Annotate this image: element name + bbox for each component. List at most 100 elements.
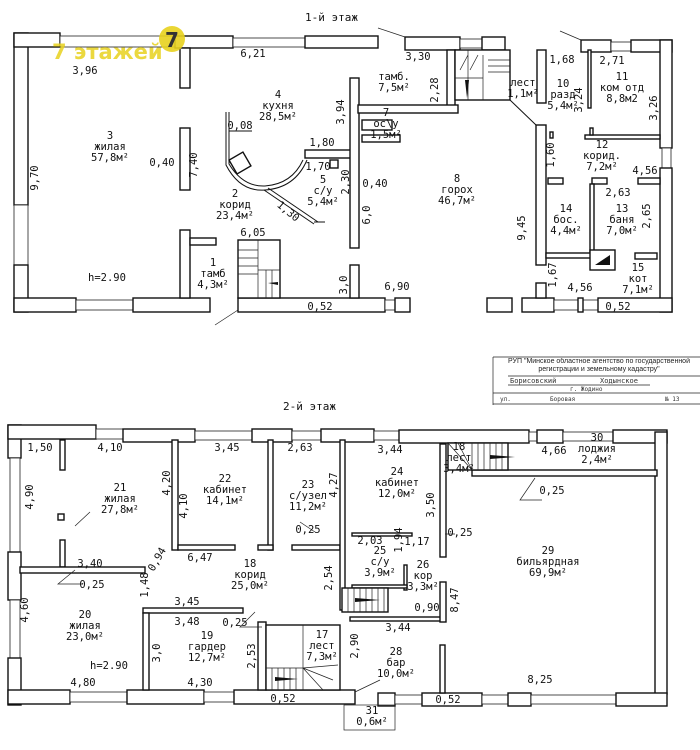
room-area: 3,3м² bbox=[407, 581, 439, 593]
room-name: тамб. bbox=[378, 71, 410, 83]
room-number: 11 bbox=[616, 71, 629, 83]
dimension-label: 6,05 bbox=[240, 227, 265, 239]
floor1-title: 1-й этаж bbox=[305, 11, 358, 24]
dimension-label: 0,25 bbox=[222, 617, 247, 629]
room-number: 3 bbox=[107, 130, 113, 142]
dimension-label: 0,25 bbox=[79, 579, 104, 591]
room-number: 19 bbox=[201, 630, 214, 642]
room-number: 21 bbox=[114, 482, 127, 494]
dimension-label: 0,25 bbox=[295, 524, 320, 536]
room-name: жилая bbox=[104, 493, 136, 505]
room-area: 12,0м² bbox=[378, 488, 416, 500]
registry-stamp: РУП "Минское областное агентство по госу… bbox=[492, 356, 700, 405]
watermark-logo: 7 bbox=[159, 26, 185, 52]
dimension-label: 4,60 bbox=[19, 597, 31, 622]
room-name: корид bbox=[219, 199, 251, 211]
room-number: 13 bbox=[616, 203, 629, 215]
dimension-label: 9,45 bbox=[516, 215, 528, 240]
room-area: 7,1м² bbox=[622, 284, 654, 296]
dimension-label: 1,60 bbox=[545, 142, 557, 167]
room-area: 27,8м² bbox=[101, 504, 139, 516]
room-name: гардер bbox=[188, 641, 226, 653]
room-number: 8 bbox=[454, 173, 460, 185]
dimension-label: 1,67 bbox=[547, 262, 559, 287]
room-area: 69,9м² bbox=[529, 567, 567, 579]
room-number: 24 bbox=[391, 466, 404, 478]
floor2-labels: 17лест7,3м²18корид25,0м²19гардер12,7м²20… bbox=[19, 432, 616, 728]
dimension-label: 1,17 bbox=[404, 536, 429, 548]
room-number: 5 bbox=[320, 174, 326, 186]
room-number: 12 bbox=[596, 139, 609, 151]
dimension-label: 8,47 bbox=[449, 587, 461, 612]
room-name: разд bbox=[550, 89, 575, 101]
room-area: 4,3м² bbox=[197, 279, 229, 291]
dimension-label: 9,70 bbox=[29, 165, 41, 190]
dimension-label: 8,25 bbox=[527, 674, 552, 686]
dimension-label: 1,30 bbox=[274, 199, 301, 224]
dimension-label: 1,68 bbox=[549, 54, 574, 66]
dimension-label: 1,70 bbox=[305, 161, 330, 173]
room-name: корид bbox=[234, 569, 266, 581]
dimension-label: 3,50 bbox=[425, 492, 437, 517]
dimension-label: 3,44 bbox=[385, 622, 410, 634]
dimension-label: 2,53 bbox=[246, 643, 258, 668]
dimension-label: 6,47 bbox=[187, 552, 212, 564]
room-name: лест bbox=[309, 640, 334, 652]
dimension-label: 0,52 bbox=[307, 301, 332, 313]
floor1-labels: 1тамб4,3м²2корид23,4м²3жилая57,8м²4кухня… bbox=[29, 48, 660, 313]
dimension-label: 3,44 bbox=[377, 444, 402, 456]
dimension-label: 0,40 bbox=[149, 157, 174, 169]
dimension-label: 3,30 bbox=[405, 51, 430, 63]
dimension-label: 0,94 bbox=[146, 546, 169, 574]
dimension-label: 3,26 bbox=[648, 95, 660, 120]
room-area: 25,0м² bbox=[231, 580, 269, 592]
watermark-logo-text: 7 bbox=[165, 28, 179, 52]
room-name: с/у bbox=[314, 185, 333, 197]
room-name: жилая bbox=[69, 620, 101, 632]
dimension-label: 3,45 bbox=[214, 442, 239, 454]
room-name: с/узел bbox=[289, 490, 327, 502]
dimension-label: 1,50 bbox=[27, 442, 52, 454]
room-area: 8,8м2 bbox=[606, 93, 638, 105]
room-area: 7,5м² bbox=[378, 82, 410, 94]
room-name: тамб bbox=[200, 268, 225, 280]
dimension-label: 2,03 bbox=[357, 535, 382, 547]
room-area: 11,2м² bbox=[289, 501, 327, 513]
dimension-label: 0,40 bbox=[362, 178, 387, 190]
dimension-label: 4,10 bbox=[97, 442, 122, 454]
dimension-label: 4,66 bbox=[541, 445, 566, 457]
dimension-label: 4,20 bbox=[161, 470, 173, 495]
room-name: лест bbox=[510, 77, 535, 89]
dimension-label: 4,56 bbox=[567, 282, 592, 294]
room-area: 3,9м² bbox=[364, 567, 396, 579]
dimension-label: 1,48 bbox=[139, 572, 151, 597]
stamp-number: № 13 bbox=[665, 396, 680, 403]
dimension-label: 2,54 bbox=[323, 565, 335, 590]
room-area: 7,0м² bbox=[606, 225, 638, 237]
dimension-label: 4,10 bbox=[178, 493, 190, 518]
room-number: 23 bbox=[302, 479, 315, 491]
room-number: 2 bbox=[232, 188, 238, 200]
walls-floor-2 bbox=[7, 424, 668, 731]
room-area: 57,8м² bbox=[91, 152, 129, 164]
room-area: 1,1м² bbox=[507, 88, 539, 100]
room-number: 7 bbox=[383, 107, 389, 119]
dimension-label: 3,48 bbox=[174, 616, 199, 628]
room-number: 10 bbox=[557, 78, 570, 90]
room-area: 0,6м² bbox=[356, 716, 388, 728]
room-number: 17 bbox=[316, 629, 329, 641]
dimension-label: 2,90 bbox=[349, 633, 361, 658]
room-area: 10,0м² bbox=[377, 668, 415, 680]
dimension-label: 3,96 bbox=[72, 65, 97, 77]
room-area: 28,5м² bbox=[259, 111, 297, 123]
room-area: 23,0м² bbox=[66, 631, 104, 643]
dimension-label: 4,56 bbox=[632, 165, 657, 177]
stamp-town: г. Жодино bbox=[570, 386, 603, 393]
room-name: с/у bbox=[371, 556, 390, 568]
room-name: ком отд bbox=[600, 82, 644, 94]
walls-floor-1 bbox=[13, 27, 673, 326]
stamp-org-box: РУП "Минское областное агентство по госу… bbox=[508, 358, 690, 373]
dimension-label: 2,28 bbox=[429, 77, 441, 102]
room-area: 3,4м² bbox=[443, 463, 475, 475]
